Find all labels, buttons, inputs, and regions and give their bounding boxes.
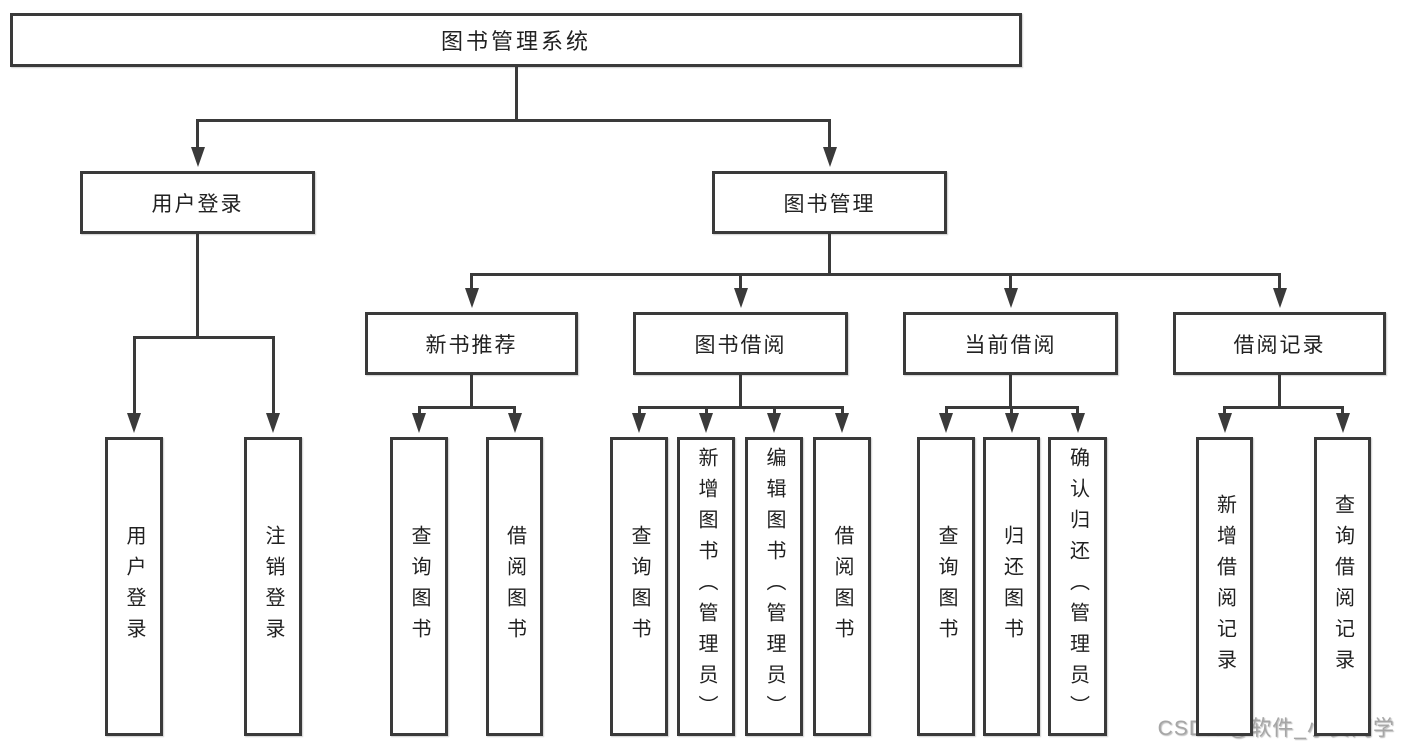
arrowhead-down-icon — [1070, 413, 1085, 433]
connector-line — [470, 375, 473, 409]
connector-line — [739, 273, 742, 290]
node-leaf-logout: 注销登录 — [244, 437, 302, 736]
node-label-book-borrow: 图书借阅 — [694, 333, 787, 357]
connector-line — [828, 234, 831, 276]
arrowhead-down-icon — [190, 147, 205, 167]
node-borrow-records: 借阅记录 — [1173, 312, 1386, 375]
node-label-leaf-return-book: 归还图书 — [1000, 524, 1023, 649]
arrowhead-down-icon — [733, 288, 748, 308]
node-label-leaf-edit-book: 编辑图书（管理员） — [763, 447, 785, 726]
node-root: 图书管理系统 — [10, 13, 1022, 67]
connector-line — [944, 406, 948, 415]
arrowhead-down-icon — [1003, 288, 1018, 308]
connector-line — [1278, 273, 1281, 290]
node-leaf-add-borrow-record: 新增借阅记录 — [1196, 437, 1253, 736]
arrowhead-down-icon — [507, 413, 522, 433]
connector-line — [470, 273, 473, 290]
node-label-leaf-borrow-book-2: 借阅图书 — [831, 524, 853, 649]
arrowhead-down-icon — [1004, 413, 1019, 433]
connector-line — [637, 406, 844, 409]
connector-line — [1076, 406, 1079, 415]
connector-line — [1223, 406, 1344, 409]
arrowhead-down-icon — [464, 288, 479, 308]
arrowhead-down-icon — [266, 413, 280, 433]
node-label-user-login: 用户登录 — [151, 192, 244, 216]
connector-line — [840, 406, 844, 415]
node-label-current-borrow: 当前借阅 — [964, 333, 1057, 357]
connector-line — [828, 119, 831, 149]
connector-line — [417, 406, 516, 409]
connector-line — [1341, 406, 1344, 415]
arrowhead-down-icon — [1335, 413, 1350, 433]
connector-line — [196, 119, 199, 149]
connector-line — [1223, 406, 1226, 415]
arrowhead-down-icon — [412, 413, 426, 433]
arrowhead-down-icon — [822, 147, 837, 167]
node-leaf-query-book-1: 查询图书 — [390, 437, 448, 736]
node-leaf-edit-book: 编辑图书（管理员） — [745, 437, 803, 736]
node-label-book-management: 图书管理 — [783, 192, 876, 216]
connector-line — [704, 406, 708, 415]
arrowhead-down-icon — [632, 413, 646, 433]
node-leaf-query-borrow-record: 查询借阅记录 — [1314, 437, 1371, 736]
node-leaf-return-book: 归还图书 — [983, 437, 1040, 736]
node-label-leaf-borrow-book-1: 借阅图书 — [503, 524, 526, 649]
node-label-leaf-query-book-1: 查询图书 — [408, 524, 430, 649]
node-label-leaf-query-book-2: 查询图书 — [628, 524, 650, 649]
connector-line — [271, 336, 275, 415]
connector-line — [1009, 273, 1012, 290]
connector-line — [196, 234, 199, 339]
arrowhead-down-icon — [939, 413, 953, 433]
node-label-borrow-records: 借阅记录 — [1233, 333, 1326, 357]
node-book-management: 图书管理 — [712, 171, 947, 234]
connector-line — [132, 336, 275, 339]
node-label-new-book-recommend: 新书推荐 — [425, 333, 518, 357]
node-leaf-query-book-2: 查询图书 — [610, 437, 668, 736]
connector-line — [1009, 375, 1012, 409]
node-leaf-confirm-return: 确认归还（管理员） — [1048, 437, 1107, 736]
node-user-login: 用户登录 — [80, 171, 315, 234]
node-leaf-borrow-book-2: 借阅图书 — [813, 437, 871, 736]
connector-line — [470, 273, 1281, 276]
connector-line — [637, 406, 641, 415]
connector-line — [513, 406, 516, 415]
connector-line — [1278, 375, 1281, 409]
connector-line — [132, 336, 136, 415]
node-leaf-user-login: 用户登录 — [105, 437, 163, 736]
node-current-borrow: 当前借阅 — [903, 312, 1118, 375]
arrowhead-down-icon — [1217, 413, 1232, 433]
connector-line — [417, 406, 421, 415]
node-label-leaf-query-borrow-record: 查询借阅记录 — [1331, 493, 1354, 680]
connector-line — [196, 119, 831, 122]
node-leaf-query-book-3: 查询图书 — [917, 437, 975, 736]
arrowhead-down-icon — [1272, 288, 1287, 308]
node-label-leaf-user-login: 用户登录 — [123, 524, 145, 649]
arrowhead-down-icon — [767, 413, 781, 433]
arrowhead-down-icon — [699, 413, 713, 433]
node-book-borrow: 图书借阅 — [633, 312, 848, 375]
connector-line — [739, 375, 742, 409]
node-label-leaf-add-book: 新增图书（管理员） — [695, 447, 717, 726]
node-label-leaf-logout: 注销登录 — [262, 524, 284, 649]
node-leaf-borrow-book-1: 借阅图书 — [486, 437, 543, 736]
arrowhead-down-icon — [127, 413, 141, 433]
node-leaf-add-book: 新增图书（管理员） — [677, 437, 735, 736]
node-label-root: 图书管理系统 — [440, 29, 591, 54]
node-new-book-recommend: 新书推荐 — [365, 312, 578, 375]
node-label-leaf-add-borrow-record: 新增借阅记录 — [1213, 493, 1236, 680]
node-label-leaf-confirm-return: 确认归还（管理员） — [1066, 447, 1089, 726]
node-label-leaf-query-book-3: 查询图书 — [935, 524, 957, 649]
connector-line — [772, 406, 776, 415]
connector-line — [514, 67, 518, 122]
connector-line — [1010, 406, 1013, 415]
arrowhead-down-icon — [835, 413, 849, 433]
